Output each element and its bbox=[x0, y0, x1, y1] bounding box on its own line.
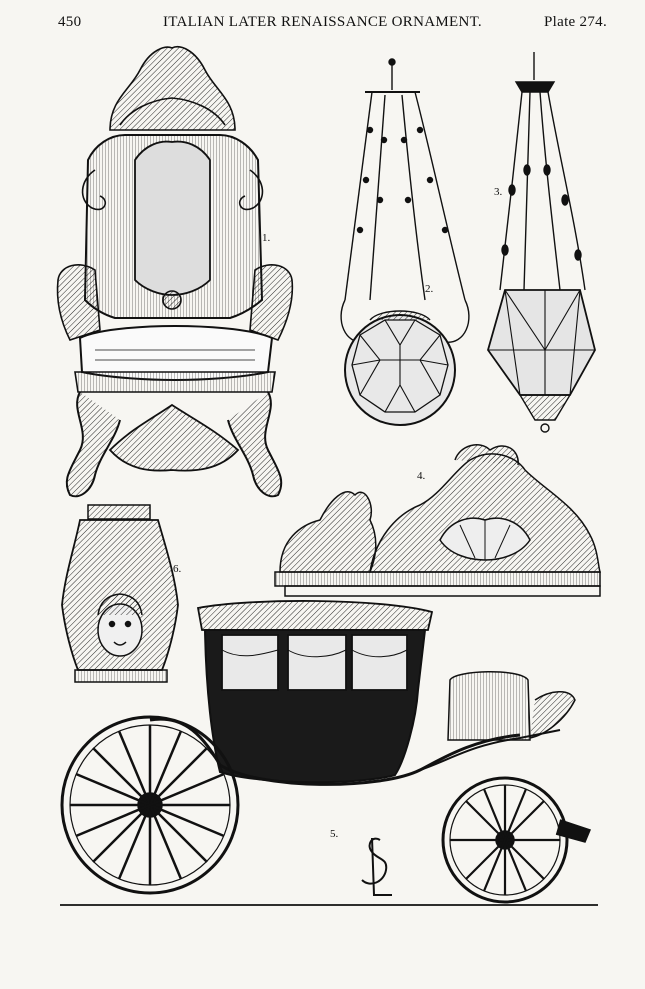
figure-label-6: 6. bbox=[173, 563, 182, 575]
lantern-illustration bbox=[487, 52, 596, 433]
figure-label-3: 3. bbox=[494, 186, 503, 198]
pedestal-illustration bbox=[61, 504, 179, 683]
chair-illustration bbox=[56, 46, 294, 498]
running-title: ITALIAN LATER RENAISSANCE ORNAMENT. bbox=[162, 14, 482, 30]
page-header: 450 ITALIAN LATER RENAISSANCE ORNAMENT. … bbox=[0, 14, 645, 38]
plate-label: Plate 274. bbox=[544, 14, 607, 30]
coach-front-wheel bbox=[441, 776, 569, 904]
coach-rear-wheel bbox=[60, 715, 240, 895]
coach-illustration bbox=[60, 600, 592, 904]
globe-lamp-illustration bbox=[340, 58, 470, 426]
artist-monogram bbox=[361, 837, 392, 896]
figure-label-4: 4. bbox=[417, 470, 426, 482]
figure-label-1: 1. bbox=[262, 232, 271, 244]
figure-label-2: 2. bbox=[425, 283, 434, 295]
cornice-illustration bbox=[274, 444, 601, 597]
page-number: 450 bbox=[58, 14, 82, 30]
figure-label-5: 5. bbox=[330, 828, 339, 840]
